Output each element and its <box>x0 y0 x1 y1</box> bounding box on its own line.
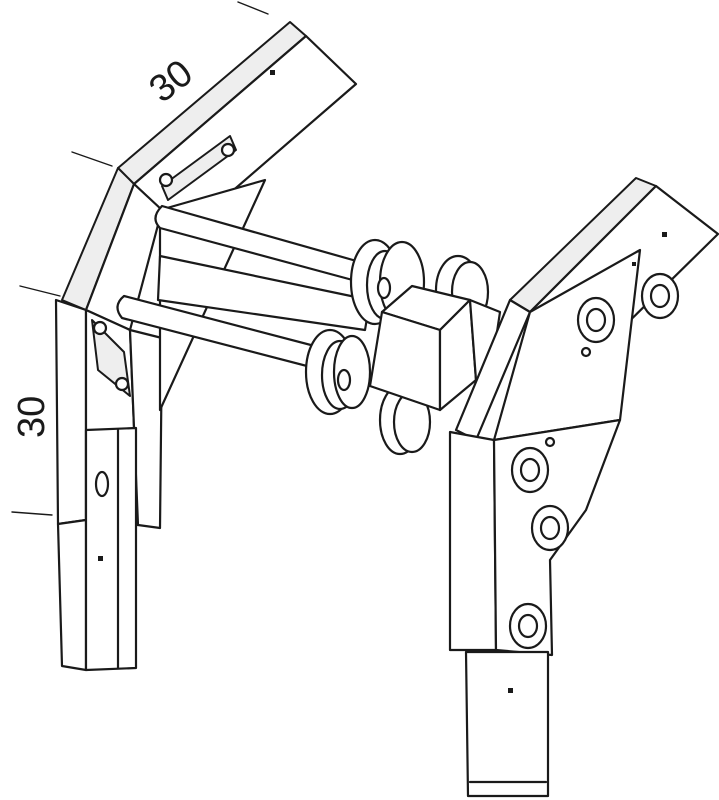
dimension-lines <box>11 1 269 516</box>
dimension-label-left: 30 <box>11 396 53 438</box>
right-bracket <box>448 177 719 798</box>
carriage-block <box>368 284 502 412</box>
bolt-heads <box>508 272 680 650</box>
dimension-label-top: 30 <box>142 52 201 111</box>
